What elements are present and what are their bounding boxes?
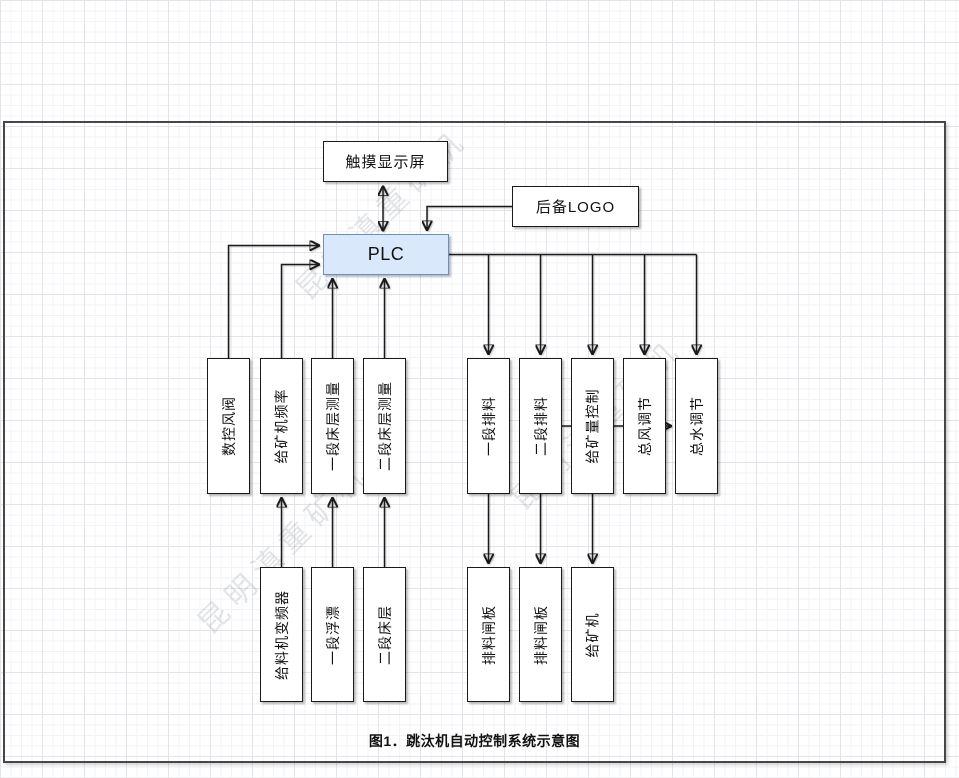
node-cnc-air-valve: 数控风阀 (207, 358, 250, 494)
node-bed2-measure-label: 二段床层测量 (376, 381, 393, 471)
node-bed-layer2-label: 二段床层 (376, 604, 393, 665)
node-total-air-adjust-label: 总风调节 (636, 396, 653, 456)
figure-caption: 图1．跳汰机自动控制系统示意图 (368, 733, 581, 749)
node-touchscreen-label: 触摸显示屏 (345, 154, 426, 171)
node-bed1-measure: 一段床层测量 (311, 358, 354, 494)
node-gate2: 排料闸板 (519, 567, 562, 702)
node-float1-label: 一段浮漂 (324, 604, 341, 665)
node-plc-label: PLC (367, 244, 405, 264)
node-total-air-adjust: 总风调节 (623, 358, 666, 494)
node-cnc-air-valve-label: 数控风阀 (220, 396, 237, 456)
node-feeder-vfd: 给料机变频器 (260, 567, 303, 702)
node-discharge1-label: 一段排料 (480, 396, 497, 456)
node-bed-layer2: 二段床层 (363, 567, 406, 702)
node-discharge1: 一段排料 (467, 358, 510, 494)
node-feeder-vfd-label: 给料机变频器 (273, 589, 290, 680)
node-touchscreen: 触摸显示屏 (323, 141, 448, 182)
node-feeder-frequency-label: 给矿机频率 (273, 388, 290, 464)
node-plc: PLC (323, 234, 449, 275)
node-feeder-frequency: 给矿机频率 (260, 358, 303, 494)
node-ore-feeder-label: 给矿机 (584, 612, 601, 657)
node-float1: 一段浮漂 (311, 567, 354, 702)
diagram-frame (3, 121, 946, 763)
node-bed1-measure-label: 一段床层测量 (324, 381, 341, 471)
node-gate1: 排料闸板 (467, 567, 510, 702)
node-discharge2-label: 二段排料 (532, 396, 549, 456)
node-bed2-measure: 二段床层测量 (363, 358, 406, 494)
node-backup-logo-label: 后备LOGO (535, 199, 616, 216)
node-discharge2: 二段排料 (519, 358, 562, 494)
node-ore-feeder: 给矿机 (571, 567, 614, 702)
node-backup-logo: 后备LOGO (512, 186, 639, 227)
node-gate1-label: 排料闸板 (480, 604, 497, 665)
node-ore-feed-control: 给矿量控制 (571, 358, 614, 494)
node-total-water-adjust-label: 总水调节 (688, 396, 705, 456)
node-total-water-adjust: 总水调节 (675, 358, 718, 494)
node-ore-feed-control-label: 给矿量控制 (584, 388, 601, 464)
node-gate2-label: 排料闸板 (532, 604, 549, 665)
